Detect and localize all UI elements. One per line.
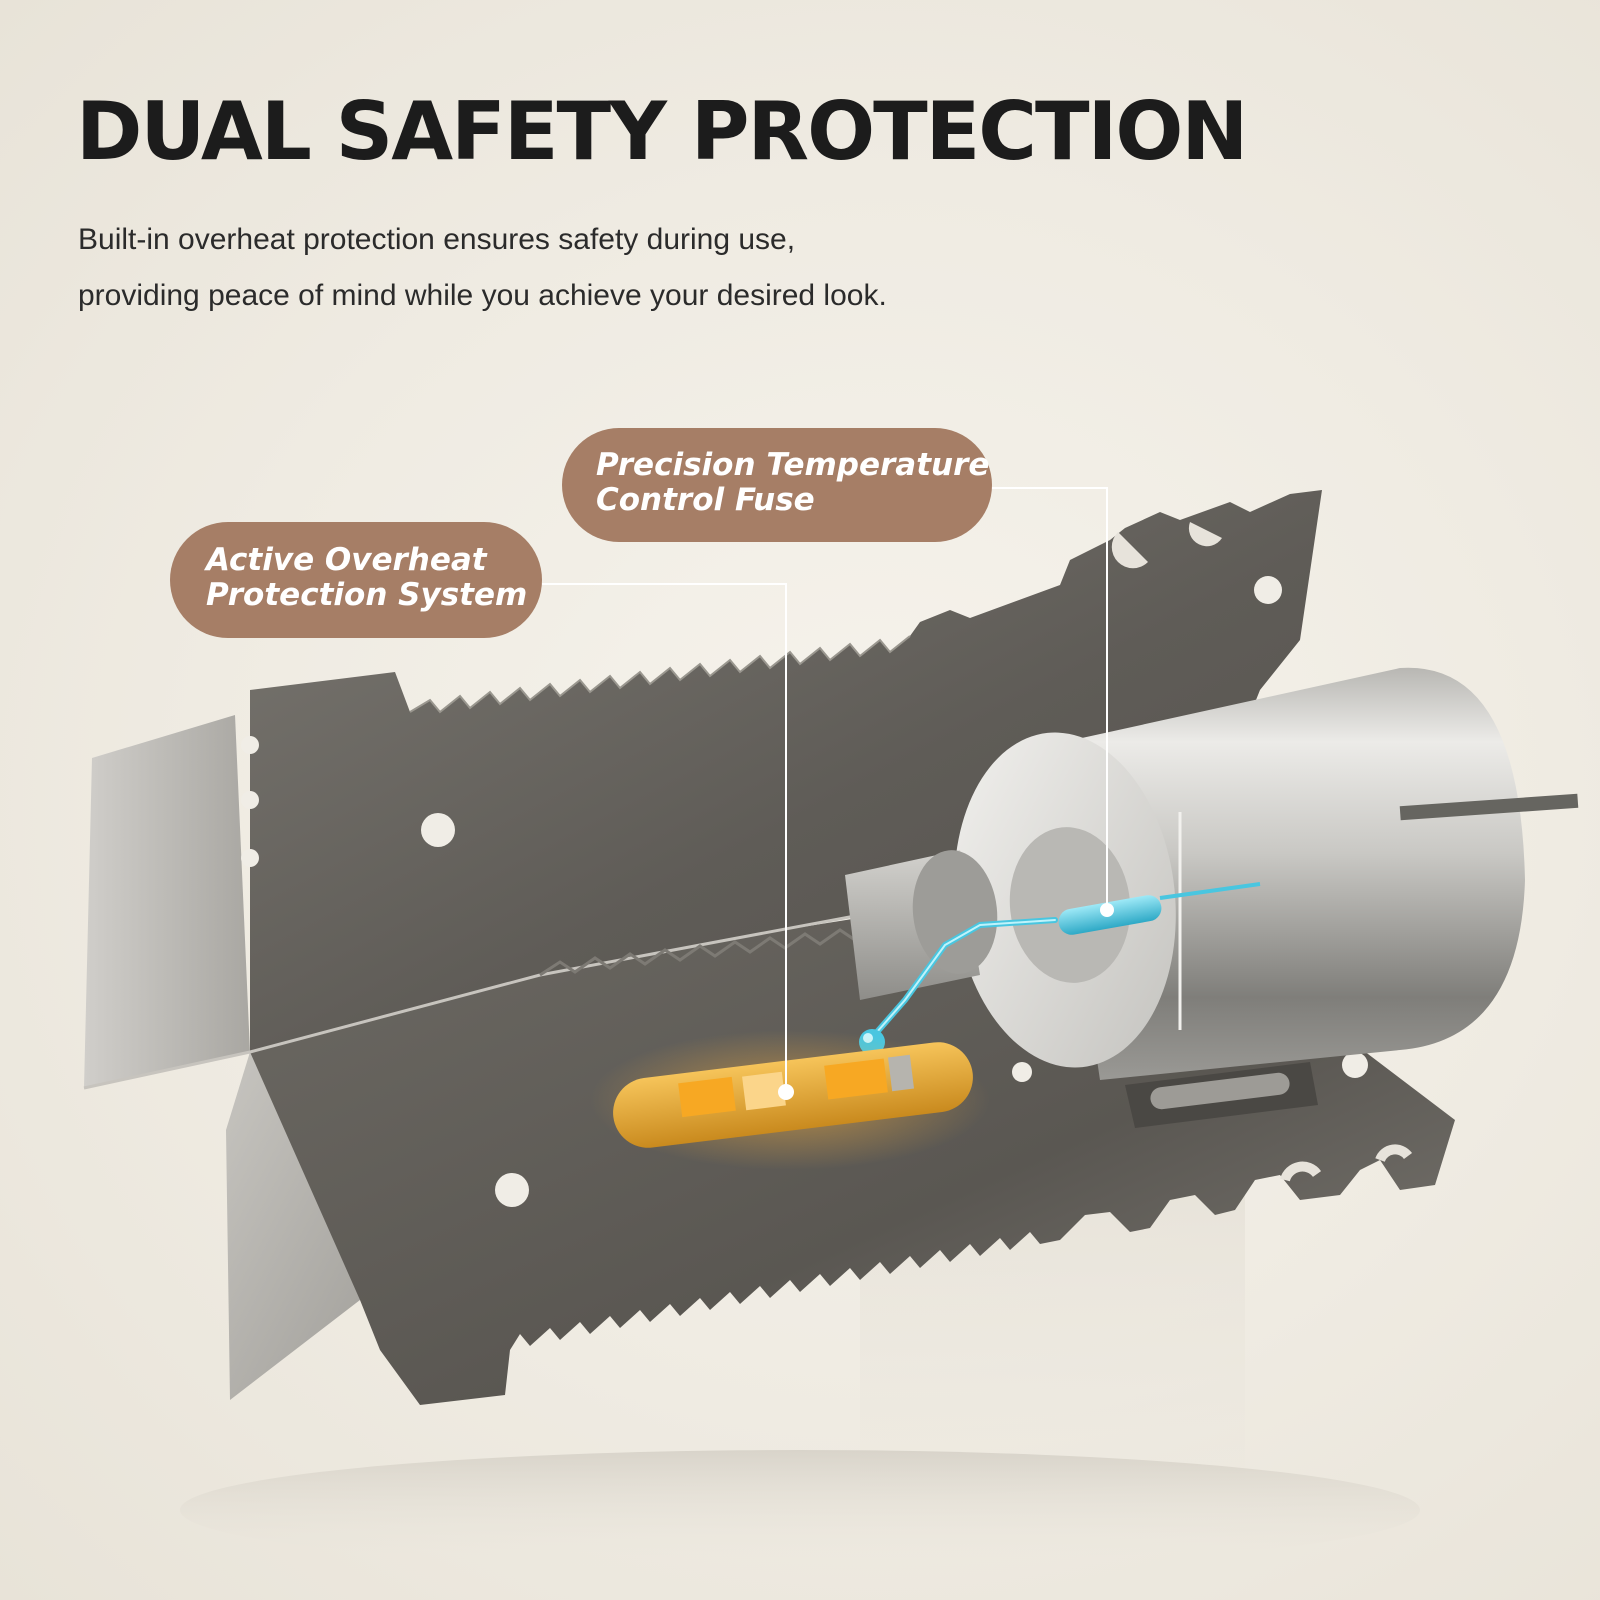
callout-fuse-line-1: Precision Temperature (596, 447, 990, 483)
callout-fuse-line-2: Control Fuse (596, 482, 815, 518)
callout-temperature-fuse: Precision Temperature Control Fuse (562, 428, 992, 542)
description-line-1: Built-in overheat protection ensures saf… (78, 223, 796, 256)
callout-overheat-line-1: Active Overheat (206, 542, 487, 578)
heating-cylinder (845, 667, 1579, 1080)
callout-leader-lines (542, 487, 1114, 1100)
callout-overheat-line-2: Protection System (206, 577, 528, 613)
side-fin-upper (84, 715, 250, 1088)
overheat-sensor (590, 1030, 990, 1170)
page-description: Built-in overheat protection ensures saf… (78, 212, 887, 324)
description-line-2: providing peace of mind while you achiev… (78, 279, 887, 312)
page-title: DUAL SAFETY PROTECTION (76, 85, 1248, 178)
callout-overheat-protection: Active Overheat Protection System (170, 522, 542, 638)
